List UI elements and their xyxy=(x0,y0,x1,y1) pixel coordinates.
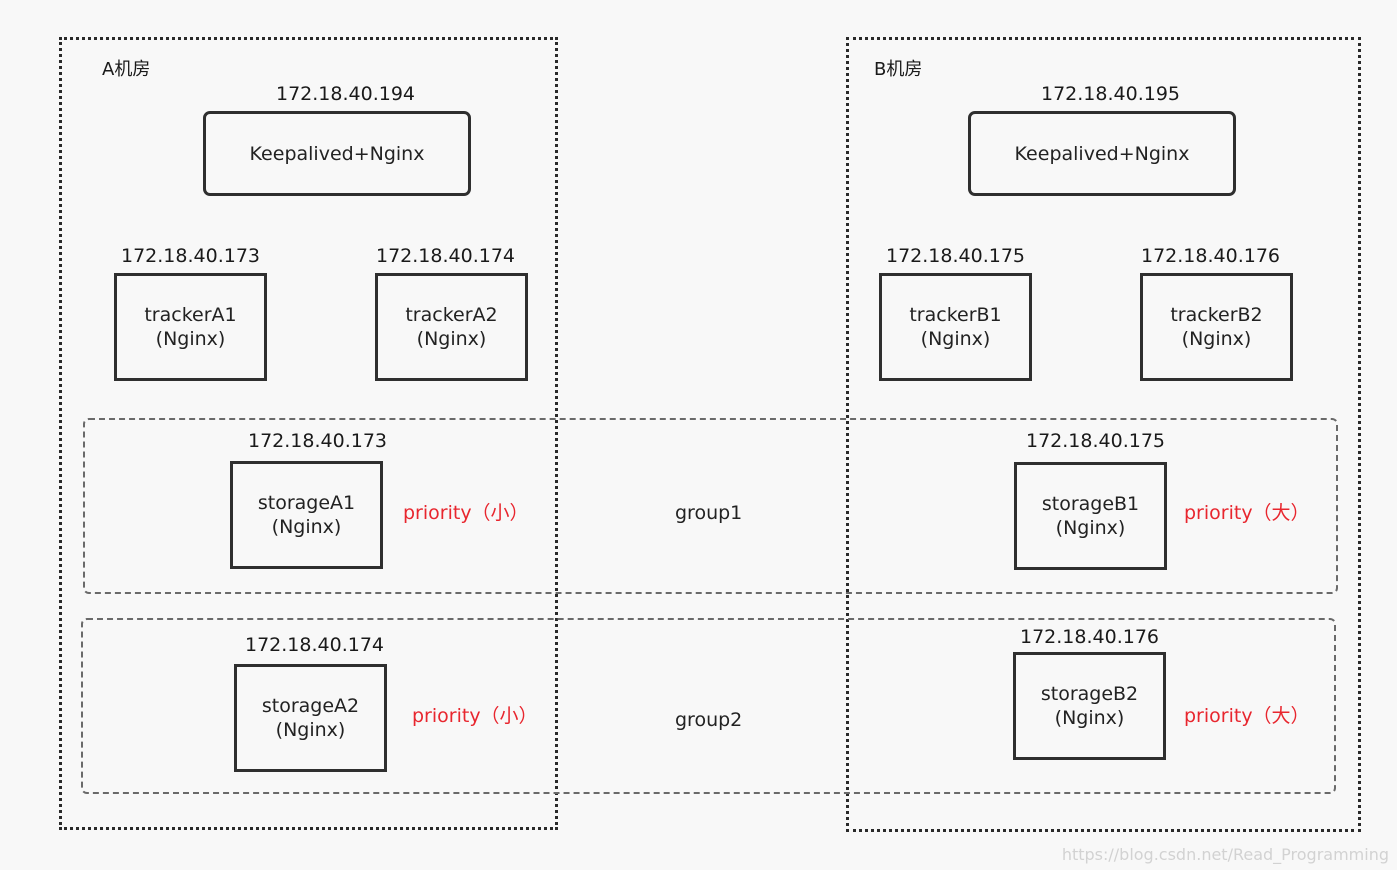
storage-a1-name: storageA1 xyxy=(257,492,356,514)
storage-b2-priority: priority（大） xyxy=(1184,705,1310,727)
storage-b1-ip: 172.18.40.175 xyxy=(1026,430,1166,452)
watermark: https://blog.csdn.net/Read_Programming xyxy=(1061,845,1389,864)
storage-a1-node: storageA1 (Nginx) xyxy=(230,461,383,569)
tracker-a2-ip: 172.18.40.174 xyxy=(376,245,516,267)
storage-a1-ip: 172.18.40.173 xyxy=(248,430,388,452)
room-b-label: B机房 xyxy=(874,59,923,80)
tracker-b1-sub: (Nginx) xyxy=(920,328,991,350)
storage-b2-name: storageB2 xyxy=(1040,683,1139,705)
storage-a1-sub: (Nginx) xyxy=(271,516,342,538)
lb-b-name: Keepalived+Nginx xyxy=(1014,142,1190,165)
storage-a2-priority: priority（小） xyxy=(412,705,538,727)
room-a-container xyxy=(59,37,558,830)
tracker-b2-sub: (Nginx) xyxy=(1181,328,1252,350)
lb-b-ip: 172.18.40.195 xyxy=(1041,83,1181,105)
storage-b1-sub: (Nginx) xyxy=(1055,517,1126,539)
storage-b1-node: storageB1 (Nginx) xyxy=(1014,462,1167,570)
tracker-a1-ip: 172.18.40.173 xyxy=(121,245,261,267)
storage-a1-priority: priority（小） xyxy=(403,502,529,524)
storage-a2-ip: 172.18.40.174 xyxy=(245,634,385,656)
storage-b2-ip: 172.18.40.176 xyxy=(1020,626,1160,648)
tracker-b2-name: trackerB2 xyxy=(1170,304,1263,326)
storage-b1-priority: priority（大） xyxy=(1184,502,1310,524)
storage-b2-node: storageB2 (Nginx) xyxy=(1013,652,1166,760)
storage-b1-name: storageB1 xyxy=(1041,493,1140,515)
tracker-b1-name: trackerB1 xyxy=(909,304,1002,326)
tracker-a1-name: trackerA1 xyxy=(144,304,237,326)
tracker-a2-sub: (Nginx) xyxy=(416,328,487,350)
lb-b-node: Keepalived+Nginx xyxy=(968,111,1236,196)
tracker-a1-node: trackerA1 (Nginx) xyxy=(114,273,267,381)
group2-label: group2 xyxy=(675,709,743,731)
storage-a2-node: storageA2 (Nginx) xyxy=(234,664,387,772)
tracker-b1-node: trackerB1 (Nginx) xyxy=(879,273,1032,381)
room-a-label: A机房 xyxy=(102,59,151,80)
storage-a2-sub: (Nginx) xyxy=(275,719,346,741)
tracker-a2-node: trackerA2 (Nginx) xyxy=(375,273,528,381)
tracker-a1-sub: (Nginx) xyxy=(155,328,226,350)
group1-label: group1 xyxy=(675,502,743,524)
storage-a2-name: storageA2 xyxy=(261,695,360,717)
tracker-b1-ip: 172.18.40.175 xyxy=(886,245,1026,267)
lb-a-ip: 172.18.40.194 xyxy=(276,83,416,105)
storage-b2-sub: (Nginx) xyxy=(1054,707,1125,729)
room-b-container xyxy=(846,37,1361,832)
lb-a-name: Keepalived+Nginx xyxy=(249,142,425,165)
tracker-b2-ip: 172.18.40.176 xyxy=(1141,245,1281,267)
tracker-a2-name: trackerA2 xyxy=(405,304,498,326)
tracker-b2-node: trackerB2 (Nginx) xyxy=(1140,273,1293,381)
lb-a-node: Keepalived+Nginx xyxy=(203,111,471,196)
group2-container xyxy=(81,618,1336,794)
group1-container xyxy=(83,418,1338,594)
